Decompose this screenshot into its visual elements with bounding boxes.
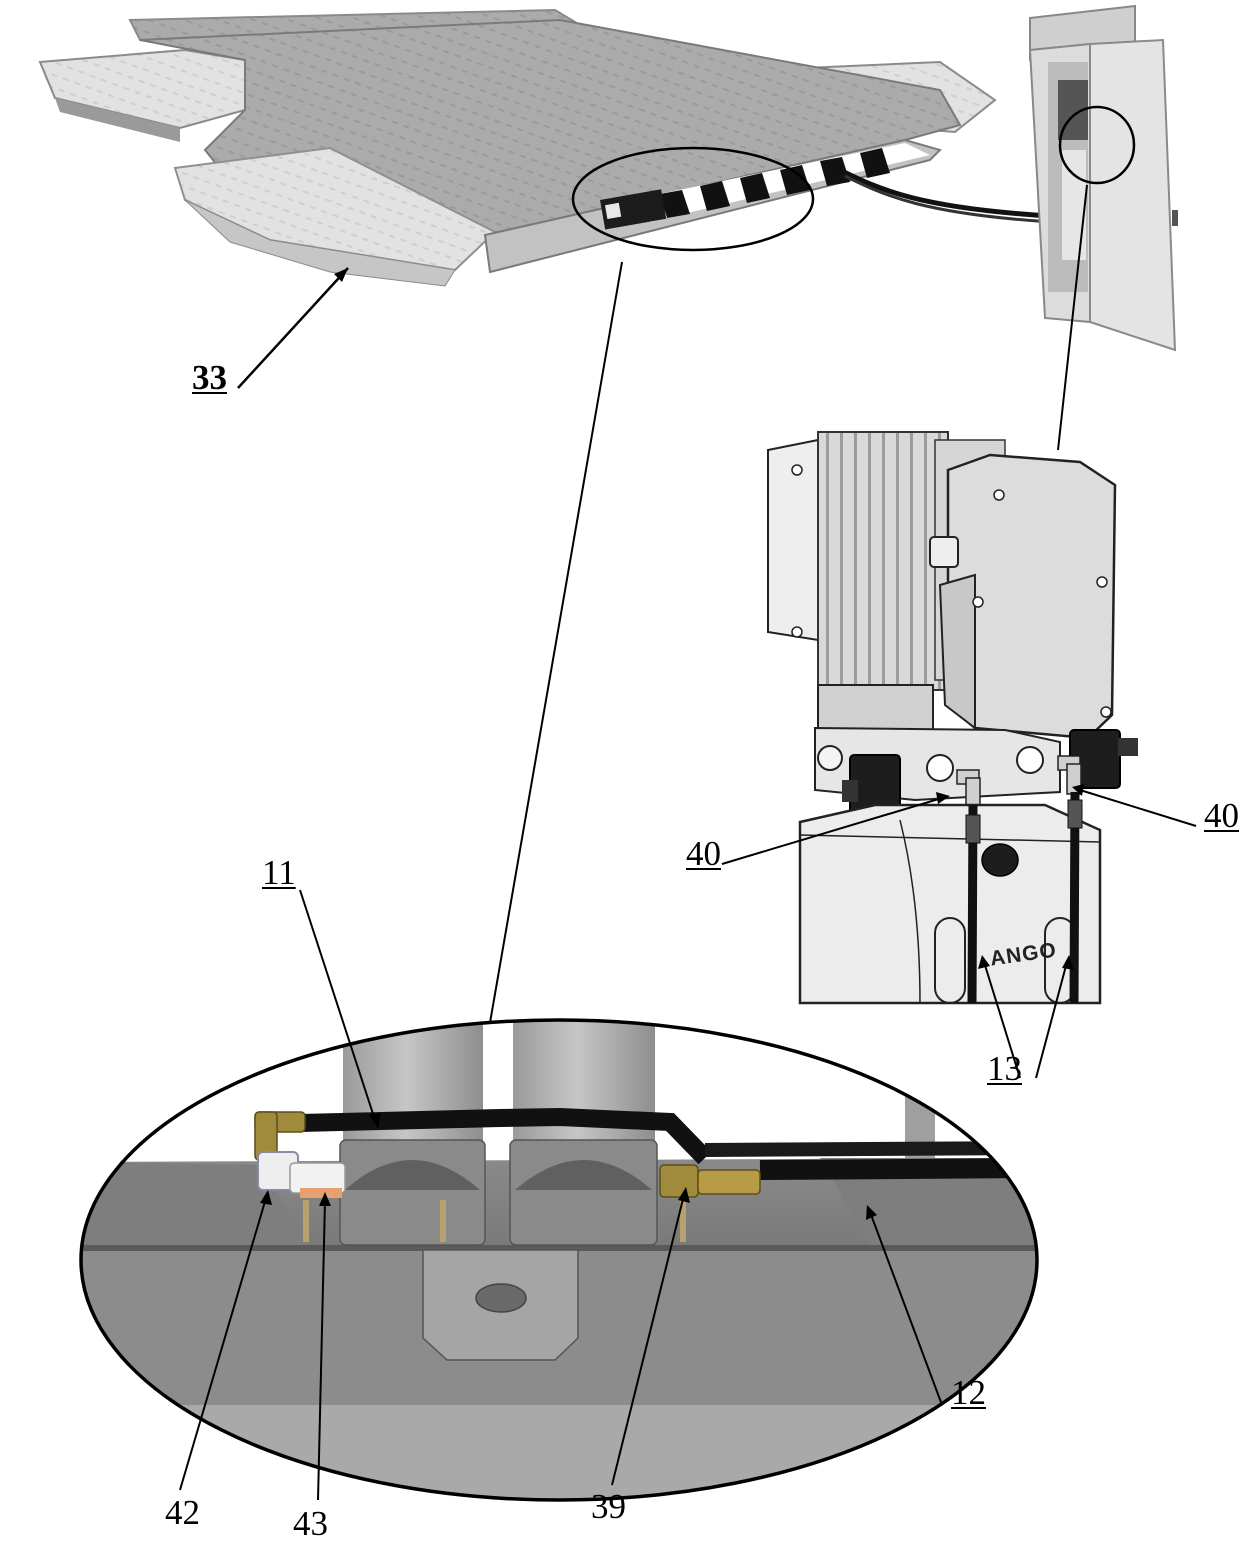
leader-line-11 <box>299 889 376 1121</box>
label-40-left: 40 <box>686 834 721 873</box>
leader-line-12 <box>869 1211 943 1406</box>
leader-line-13-left <box>983 961 1021 1079</box>
control-cabinet <box>1028 4 1178 352</box>
detail-callout-ellipse <box>571 146 815 252</box>
hydraulic-power-unit <box>767 431 1138 1005</box>
leader-line-43 <box>317 1199 326 1501</box>
leader-line-40-left <box>721 797 943 865</box>
leader-line-39 <box>611 1194 685 1486</box>
label-39: 39 <box>591 1487 626 1526</box>
leader-line-42 <box>179 1197 267 1491</box>
cabinet-leader-line <box>1057 184 1088 451</box>
power-cable <box>838 167 1051 219</box>
hazard-stripes <box>640 143 930 222</box>
leader-line-33 <box>237 267 349 389</box>
solenoid-valve-left <box>842 754 901 814</box>
label-40-right: 40 <box>1204 796 1239 835</box>
label-42: 42 <box>165 1493 200 1532</box>
lift-platform <box>38 8 1053 287</box>
filler-cap <box>981 843 1019 877</box>
detail-leader-line <box>486 261 623 1041</box>
label-33: 33 <box>192 358 227 397</box>
leader-line-40-right <box>1079 789 1197 827</box>
detail-view <box>79 1018 1039 1502</box>
label-13: 13 <box>987 1049 1022 1088</box>
label-11: 11 <box>262 853 296 892</box>
detail-ellipse-border <box>79 1018 1039 1502</box>
solenoid-valve-right <box>1069 729 1138 789</box>
warning-plate <box>600 189 667 230</box>
label-12: 12 <box>951 1373 986 1412</box>
elbow-fitting-40-left <box>956 769 981 809</box>
leader-line-13-right <box>1035 961 1068 1079</box>
label-43: 43 <box>293 1504 328 1541</box>
cabinet-callout-circle <box>1058 105 1136 185</box>
